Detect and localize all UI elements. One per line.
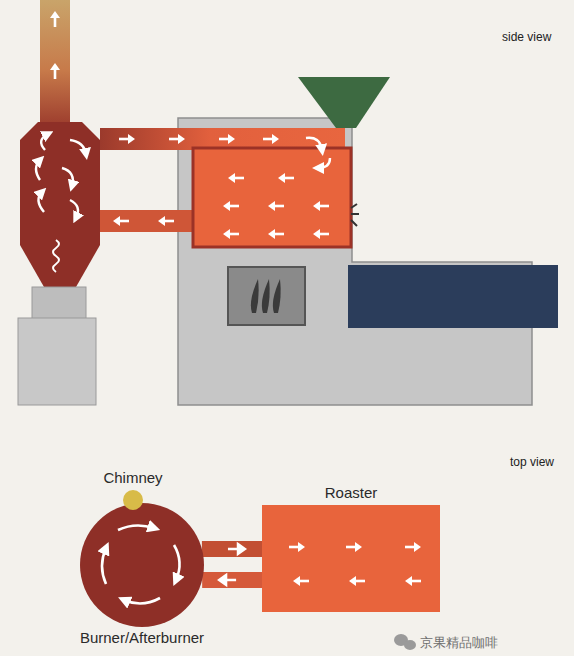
duct-line: [202, 572, 262, 588]
node-label: Burner/Afterburner: [80, 629, 204, 646]
arrow-head: [219, 575, 236, 585]
view-title: side view: [502, 30, 551, 44]
arrow-head: [228, 544, 245, 554]
node-label: Roaster: [325, 484, 378, 501]
chimney-circle: Chimney: [123, 490, 143, 510]
duct-connector: [202, 575, 262, 585]
roaster-box: Roaster: [262, 505, 440, 612]
burner-circle: Burner/Afterburner: [80, 503, 204, 627]
view-title: top view: [510, 455, 554, 469]
duct-line: [202, 541, 262, 557]
duct-connector: [202, 544, 262, 554]
watermark: 京果精品咖啡: [420, 634, 498, 652]
node-label: Chimney: [103, 469, 162, 486]
